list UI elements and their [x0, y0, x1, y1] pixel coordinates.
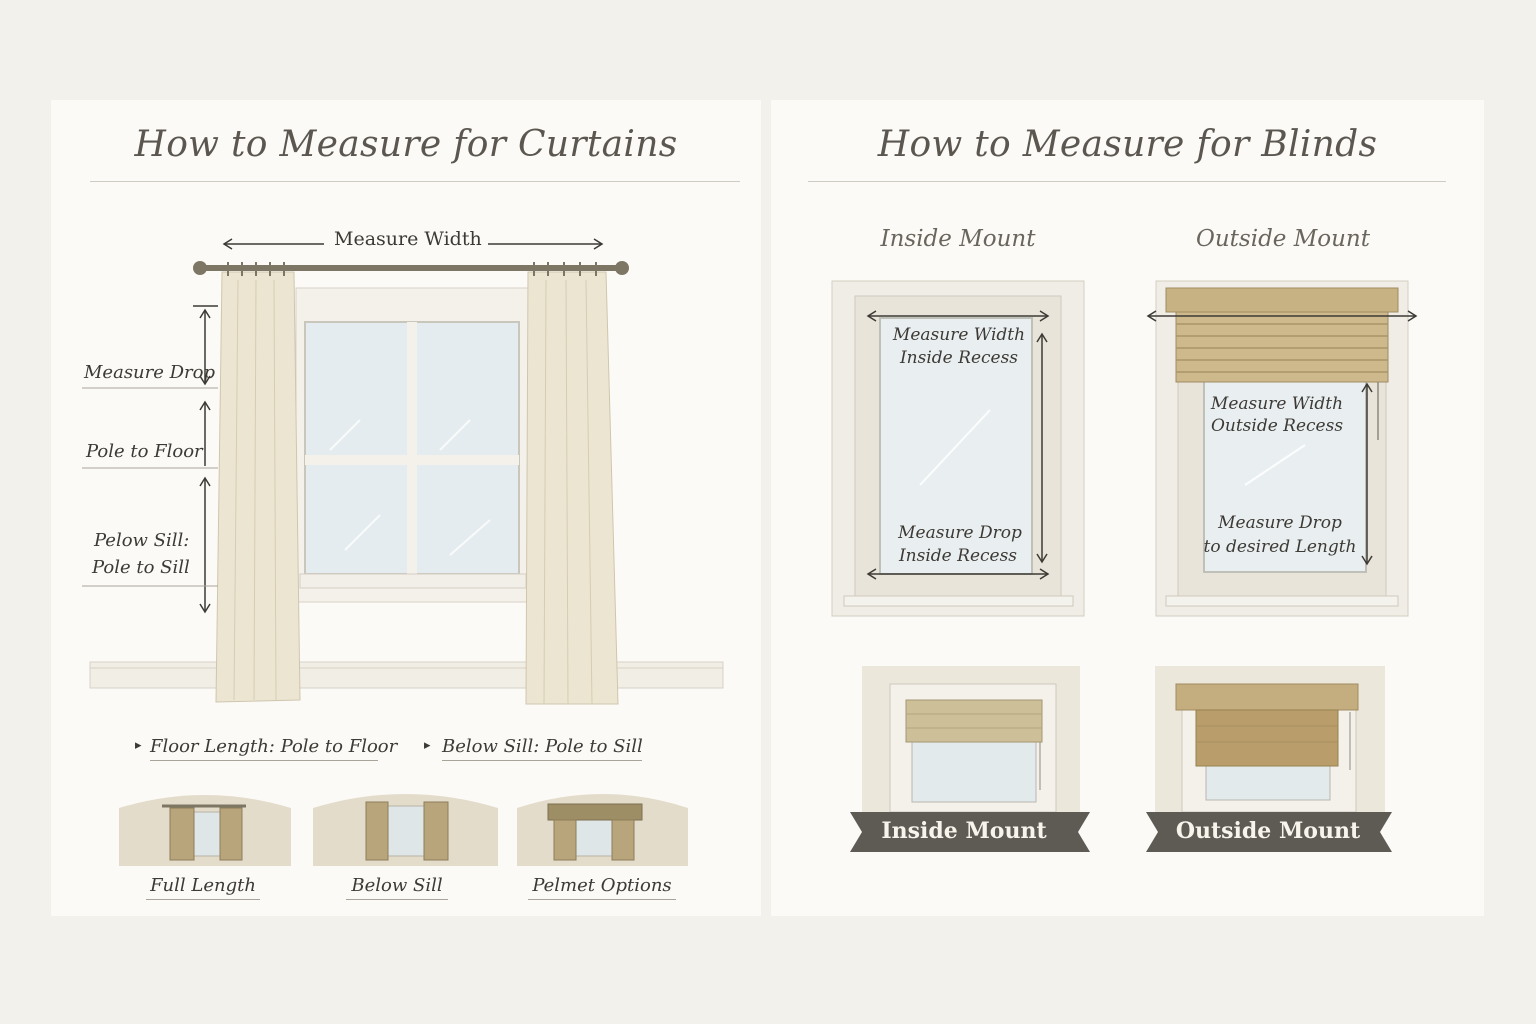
- blinds-title: How to Measure for Blinds: [877, 124, 1378, 165]
- thumbnail-label-pelmet-options: Pelmet Options: [528, 875, 676, 900]
- inside-width-label-line1: Measure Width: [892, 325, 1026, 345]
- outside-drop-label-line2: to desired Length: [1203, 537, 1357, 557]
- outside-width-label-line1: Measure Width: [1210, 394, 1344, 414]
- curtains-title-divider: [90, 181, 740, 182]
- inside-drop-label-line2: Inside Recess: [898, 546, 1018, 566]
- below-sill-label-line1: Pelow Sill:: [94, 530, 190, 551]
- thumbnail-label-below-sill: Below Sill: [346, 875, 448, 900]
- note-below-sill: Below Sill: Pole to Sill: [442, 736, 643, 761]
- note-bullet-icon: ▸: [424, 738, 431, 753]
- below-sill-label-line2: Pole to Sill: [92, 557, 190, 578]
- inside-drop-label-line1: Measure Drop: [898, 523, 1022, 543]
- note-floor-length: Floor Length: Pole to Floor: [150, 736, 397, 761]
- inside-width-label-line2: Inside Recess: [899, 348, 1019, 368]
- measure-drop-label: Measure Drop: [84, 362, 216, 383]
- outside-mount-heading: Outside Mount: [1196, 226, 1370, 252]
- thumbnail-label-full-length: Full Length: [146, 875, 260, 900]
- note-bullet-icon: ▸: [135, 738, 142, 753]
- outside-width-label-line2: Outside Recess: [1210, 416, 1344, 436]
- outside-mount-banner: Outside Mount: [1175, 818, 1361, 844]
- curtains-title: How to Measure for Curtains: [134, 124, 678, 165]
- pole-to-floor-label: Pole to Floor: [86, 441, 203, 462]
- blinds-title-divider: [808, 181, 1446, 182]
- measure-width-label: Measure Width: [334, 228, 482, 250]
- inside-mount-heading: Inside Mount: [880, 226, 1036, 252]
- inside-mount-banner: Inside Mount: [881, 818, 1047, 844]
- outside-drop-label-line1: Measure Drop: [1218, 513, 1342, 533]
